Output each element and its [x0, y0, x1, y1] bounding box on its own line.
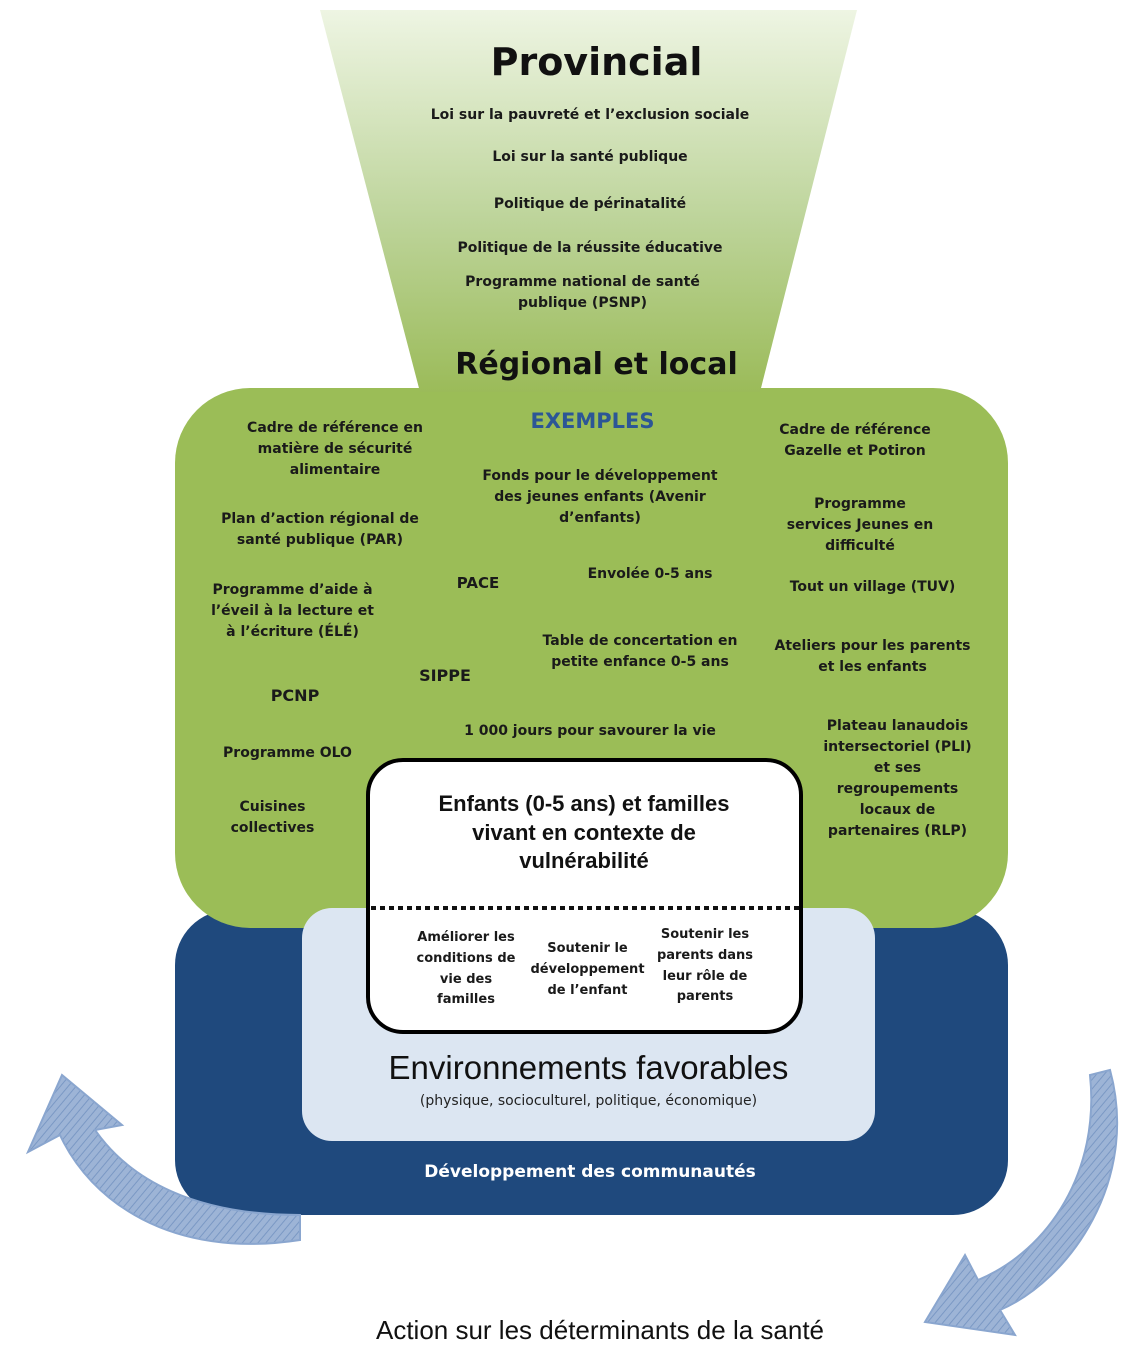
regional-left-item: Cadre de référence en matière de sécurit…	[247, 420, 423, 478]
regional-left-item: Programme d’aide à l’éveil à la lecture …	[211, 582, 374, 640]
regional-center-item: SIPPE	[419, 666, 471, 685]
action-label: Action sur les déterminants de la santé	[375, 1315, 825, 1345]
provincial-item: Politique de périnatalité	[493, 196, 687, 212]
regional-left-item: Plan d’action régional de santé publique…	[221, 511, 419, 548]
goal-parent-support: Soutenir les parents dans leur rôle de p…	[656, 927, 754, 1005]
curved-arrow-up-left-icon	[25, 1073, 301, 1245]
regional-left-item: Cuisines collectives	[230, 799, 315, 836]
regional-center-item: 1 000 jours pour savourer la vie	[464, 723, 716, 739]
examples-label: EXEMPLES	[530, 409, 655, 433]
regional-right-item: Tout un village (TUV)	[789, 579, 956, 595]
provincial-item: Politique de la réussite éducative	[457, 240, 723, 256]
curved-arrow-down-right-icon	[923, 1068, 1119, 1337]
provincial-item: Loi sur la santé publique	[492, 149, 688, 165]
provincial-item: Programme national de santé publique (PS…	[465, 274, 700, 311]
provincial-item: Loi sur la pauvreté et l’exclusion socia…	[430, 107, 750, 123]
regional-right-item: Ateliers pour les parents et les enfants	[774, 638, 971, 675]
regional-title: Régional et local	[455, 347, 738, 382]
regional-right-item: Programme services Jeunes en difficulté	[786, 496, 934, 554]
community-label: Développement des communautés	[424, 1162, 756, 1182]
environment-subtitle: (physique, socioculturel, politique, éco…	[419, 1093, 758, 1109]
population-box	[366, 758, 803, 1034]
regional-left-item: PCNP	[270, 686, 320, 705]
regional-right-item: Plateau lanaudois intersectoriel (PLI) e…	[823, 718, 972, 839]
goal-living-conditions: Améliorer les conditions de vie des fami…	[416, 930, 516, 1008]
population-title: Enfants (0-5 ans) et familles vivant en …	[438, 791, 730, 874]
provincial-funnel	[320, 10, 857, 392]
regional-right-item: Cadre de référence Gazelle et Potiron	[779, 422, 931, 459]
environment-title: Environnements favorables	[388, 1049, 789, 1086]
goal-child-development: Soutenir le développement de l’enfant	[530, 941, 645, 998]
regional-center-item: Fonds pour le développement des jeunes e…	[482, 468, 718, 526]
regional-center-item: PACE	[456, 574, 500, 592]
provincial-title: Provincial	[490, 40, 703, 84]
regional-center-item: Table de concertation en petite enfance …	[542, 633, 738, 670]
regional-left-item: Programme OLO	[223, 745, 352, 761]
regional-center-item: Envolée 0-5 ans	[587, 566, 713, 582]
